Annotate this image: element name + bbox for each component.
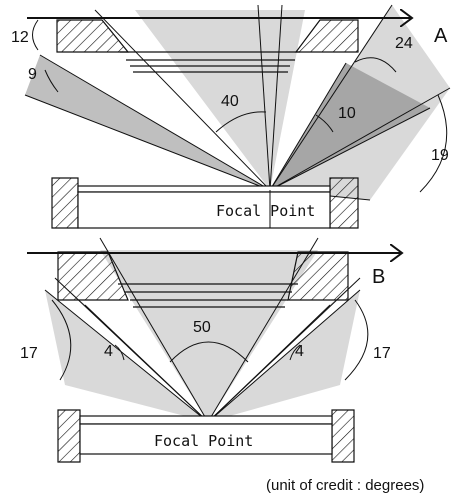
arc-50: [169, 341, 249, 363]
arc-19: [419, 94, 448, 193]
panel-letter-a: A: [434, 25, 448, 47]
angle-label-19: 19: [431, 147, 449, 164]
stage-base-a: [77, 191, 331, 229]
cone-right-10: [270, 63, 430, 190]
stage-left-bracket-b: [57, 409, 81, 463]
angle-label-24: 24: [395, 35, 413, 52]
stage-left-bracket-a: [51, 177, 79, 229]
arc-b-right-17: [344, 299, 369, 381]
panel-letter-b: B: [372, 266, 385, 288]
focal-label-a: Focal Point: [216, 202, 315, 220]
focal-label-b: Focal Point: [154, 432, 253, 450]
stage-base-b: [79, 423, 333, 455]
arc-12: [32, 19, 39, 51]
stage-right-bracket-a: [329, 177, 359, 229]
units-footnote: (unit of credit : degrees): [266, 477, 424, 494]
arc-24: [354, 57, 397, 73]
cone-b-center: [100, 250, 318, 422]
angle-label-b-right-17: 17: [373, 345, 391, 362]
right-block: [294, 19, 359, 53]
arc-b-left-4: [114, 344, 125, 361]
arc-40: [215, 111, 267, 133]
right-block-b: [287, 251, 349, 301]
cone-left: [25, 55, 270, 190]
panel-a: A Focal Point 12 9 40 10 24 19: [11, 4, 451, 229]
stage-plate-b: [79, 415, 333, 425]
angle-label-b-right-4: 4: [295, 343, 304, 360]
left-block: [56, 19, 130, 53]
angle-label-9: 9: [28, 66, 37, 83]
angle-label-10: 10: [338, 105, 356, 122]
angle-label-b-left-4: 4: [104, 343, 113, 360]
stage-plate-a: [77, 185, 331, 193]
angle-label-50: 50: [193, 319, 211, 336]
arc-9: [44, 69, 59, 93]
angle-label-b-left-17: 17: [20, 345, 38, 362]
stage-right-bracket-b: [331, 409, 355, 463]
angle-label-12: 12: [11, 29, 29, 46]
arc-10: [315, 114, 334, 133]
panel-b: B Focal Point 50 17 4 4 17: [20, 237, 402, 463]
cone-center: [135, 10, 305, 190]
arc-b-left-17: [51, 299, 72, 381]
angle-label-40: 40: [221, 93, 239, 110]
arc-b-right-4: [289, 344, 301, 361]
